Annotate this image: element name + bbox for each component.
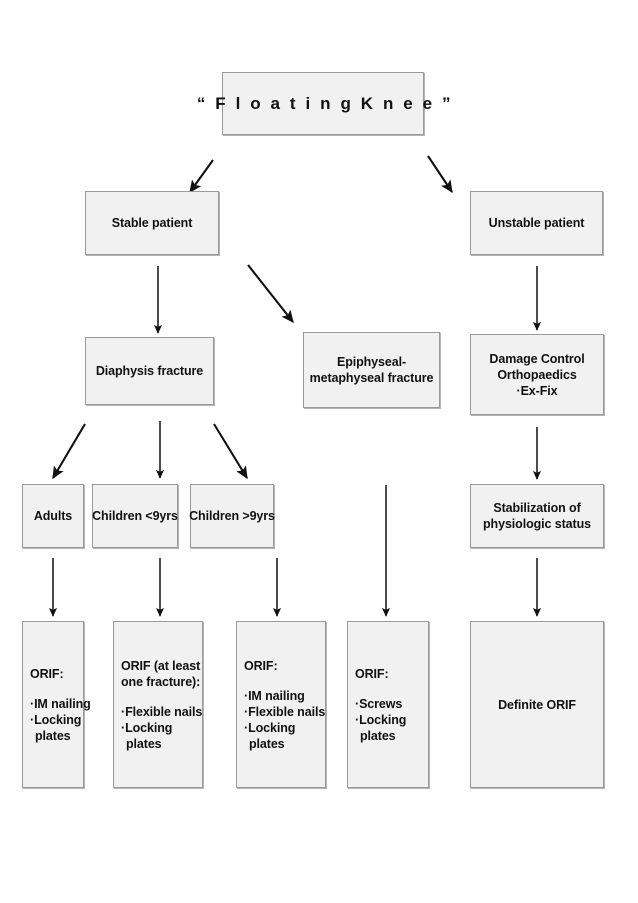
node-epiphyseal-line2: metaphyseal fracture: [309, 371, 434, 385]
node-orif-adults[interactable]: ORIF: ·IM nailing ·Locking plates: [22, 621, 91, 788]
bullet-item: ·IM nailing: [30, 696, 91, 711]
bullet-item: ·Locking: [30, 712, 82, 727]
node-damage-control-line2: Orthopaedics: [497, 367, 577, 382]
node-epiphyseal-metaphyseal-fracture[interactable]: Epiphyseal- metaphyseal fracture: [303, 332, 440, 408]
node-unstable-patient-label: Unstable patient: [488, 216, 585, 230]
node-orif-adults-heading: ORIF:: [30, 666, 64, 681]
node-stable-patient-label: Stable patient: [111, 216, 193, 230]
bullet-item-cont: plates: [249, 736, 285, 751]
node-adults[interactable]: Adults: [22, 484, 84, 548]
node-orif-children-over-9yrs[interactable]: ORIF: ·IM nailing ·Flexible nails ·Locki…: [236, 621, 326, 788]
node-orif-children-over9-bullets: ·IM nailing ·Flexible nails ·Locking pla…: [244, 688, 325, 752]
node-orif-children-under9-bullets: ·Flexible nails ·Locking plates: [121, 704, 202, 752]
node-definite-orif[interactable]: Definite ORIF: [470, 621, 604, 788]
node-orif-children-under9-heading-line1: ORIF (at least: [121, 658, 201, 673]
node-epiphyseal-line1: Epiphyseal-: [336, 355, 407, 369]
bullet-item: ·Locking: [121, 720, 173, 735]
edge-diaphysis-to-children-over9: [213, 423, 248, 480]
node-orif-epiphyseal-heading: ORIF:: [355, 666, 389, 681]
edge-diaphysis-to-adults: [52, 423, 86, 480]
node-unstable-patient[interactable]: Unstable patient: [470, 191, 603, 255]
node-diaphysis-fracture-label: Diaphysis fracture: [95, 364, 204, 378]
edge-title-to-stable: [189, 159, 214, 194]
node-diaphysis-fracture[interactable]: Diaphysis fracture: [85, 337, 214, 405]
bullet-item: ·Flexible nails: [244, 704, 326, 719]
node-definite-orif-label: Definite ORIF: [498, 697, 576, 712]
bullet-item: ·IM nailing: [244, 688, 305, 703]
node-damage-control-line1: Damage Control: [489, 351, 585, 366]
node-orif-epiphyseal-bullets: ·Screws ·Locking plates: [355, 696, 406, 744]
bullet-item-cont: plates: [126, 736, 162, 751]
bullet-item-cont: plates: [35, 728, 71, 743]
node-damage-control-bullet-ex-fix: ·Ex-Fix: [516, 383, 558, 398]
node-floating-knee[interactable]: “ F l o a t i n g K n e e ”: [197, 72, 451, 135]
bullet-item-cont: plates: [360, 728, 396, 743]
node-damage-control-orthopaedics[interactable]: Damage Control Orthopaedics ·Ex-Fix: [470, 334, 604, 415]
node-orif-children-under9-heading-line2: one fracture):: [121, 674, 201, 689]
node-stable-patient[interactable]: Stable patient: [85, 191, 219, 255]
node-stabilization-physiologic-status[interactable]: Stabilization of physiologic status: [470, 484, 604, 548]
node-orif-children-over9-heading: ORIF:: [244, 658, 278, 673]
edge-stable-to-epiphyseal: [247, 264, 294, 323]
node-orif-children-under-9yrs[interactable]: ORIF (at least one fracture): ·Flexible …: [113, 621, 203, 788]
bullet-item: ·Locking: [355, 712, 407, 727]
node-orif-epiphyseal[interactable]: ORIF: ·Screws ·Locking plates: [347, 621, 429, 788]
node-orif-adults-bullets: ·IM nailing ·Locking plates: [30, 696, 91, 744]
node-stabilization-line2: physiologic status: [483, 517, 591, 531]
bullet-item: ·Screws: [355, 696, 403, 711]
bullet-item: ·Locking: [244, 720, 296, 735]
edge-title-to-unstable: [427, 155, 453, 194]
node-adults-label: Adults: [33, 509, 73, 523]
bullet-item: ·Flexible nails: [121, 704, 203, 719]
node-children-under-9yrs-label: Children <9yrs: [92, 509, 178, 523]
node-children-over-9yrs[interactable]: Children >9yrs: [189, 484, 275, 548]
node-floating-knee-label: “ F l o a t i n g K n e e ”: [196, 93, 454, 113]
node-stabilization-line1: Stabilization of: [493, 501, 581, 515]
node-children-under-9yrs[interactable]: Children <9yrs: [92, 484, 178, 548]
node-children-over-9yrs-label: Children >9yrs: [189, 509, 275, 523]
